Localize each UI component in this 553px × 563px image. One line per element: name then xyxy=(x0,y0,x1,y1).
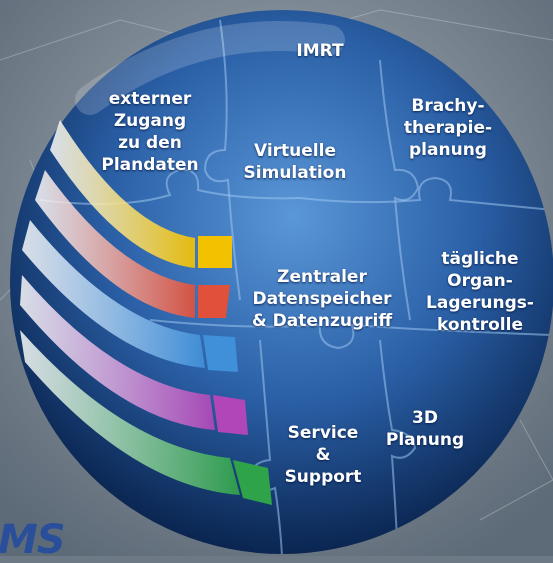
color-band-0 xyxy=(50,120,195,268)
color-band-tip-0 xyxy=(198,236,232,268)
segment-daily-positioning: tägliche Organ- Lagerungs- kontrolle xyxy=(426,249,534,335)
color-band-tip-2 xyxy=(203,335,238,372)
sphere-highlight xyxy=(75,21,345,115)
color-band-tip-3 xyxy=(213,395,248,435)
color-band-3 xyxy=(20,275,215,430)
segment-central-storage: Zentraler Datenspeicher & Datenzugriff xyxy=(251,267,393,331)
sphere xyxy=(10,10,553,554)
color-band-tip-1 xyxy=(198,285,230,318)
segment-external-access: externer Zugang zu den Plandaten xyxy=(101,89,199,175)
color-band-1 xyxy=(35,170,195,318)
color-bands xyxy=(20,120,272,505)
segment-imrt: IMRT xyxy=(296,41,344,61)
color-band-tip-4 xyxy=(233,460,272,505)
segment-service-support: Service & Support xyxy=(284,423,362,487)
segment-brachytherapy: Brachy- therapie- planung xyxy=(403,96,493,160)
segment-3d-planning: 3D Planung xyxy=(385,408,465,450)
brand-logo-text: MS xyxy=(0,517,66,563)
color-band-2 xyxy=(22,220,205,368)
color-band-4 xyxy=(20,330,240,495)
segment-virtual-simulation: Virtuelle Simulation xyxy=(243,141,347,183)
